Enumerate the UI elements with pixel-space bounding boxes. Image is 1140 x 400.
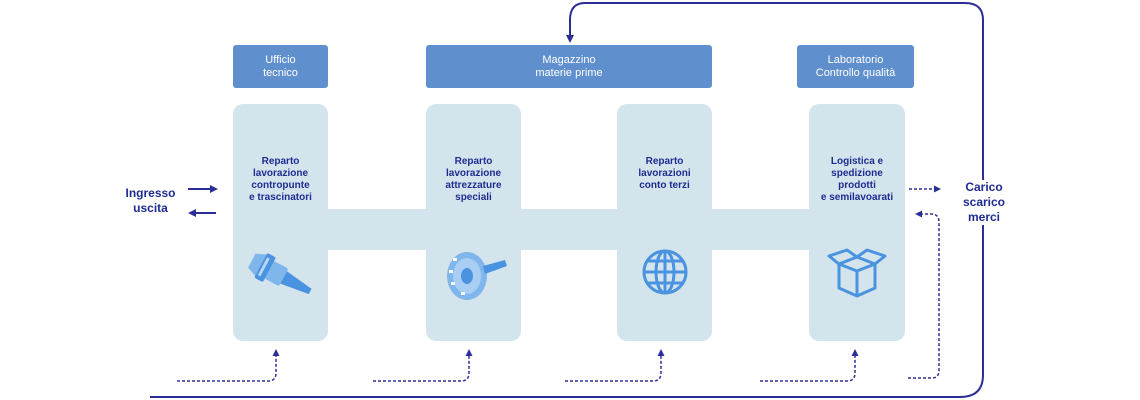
input-arrow-3 — [565, 349, 665, 382]
department-label: Reparto lavorazione attrezzature special… — [445, 156, 502, 203]
globe-icon — [641, 248, 689, 301]
box-icon — [827, 248, 887, 305]
department-panel: Logistica e spedizione prodotti e semila… — [809, 104, 905, 341]
department-panel: Reparto lavorazione attrezzature special… — [426, 104, 521, 341]
input-arrow-2 — [373, 349, 473, 382]
logistics-in-arrow — [908, 210, 940, 379]
department-label: Reparto lavorazioni conto terzi — [638, 156, 691, 191]
carico-scarico-merci-label: Carico scarico merci — [951, 180, 1017, 225]
ingresso-uscita-label: Ingresso uscita — [125, 186, 176, 215]
department-panel: Reparto lavorazione contropunte e trasci… — [233, 104, 328, 341]
department-label: Reparto lavorazione contropunte e trasci… — [249, 156, 312, 203]
header-box-laboratorio: Laboratorio Controllo qualità — [797, 45, 914, 88]
connector-bar — [326, 209, 812, 250]
header-box-magazzino: Magazzino materie prime — [426, 45, 712, 88]
department-panel: Reparto lavorazioni conto terzi — [617, 104, 712, 341]
gear-part-icon — [439, 248, 509, 309]
department-label: Logistica e spedizione prodotti e semila… — [820, 156, 894, 203]
input-arrow-1 — [177, 349, 280, 382]
return-loop-arrow — [150, 1, 984, 398]
header-box-ufficio-tecnico: Ufficio tecnico — [233, 45, 328, 88]
input-arrow-4 — [760, 349, 859, 382]
lathe-center-icon — [244, 248, 318, 309]
